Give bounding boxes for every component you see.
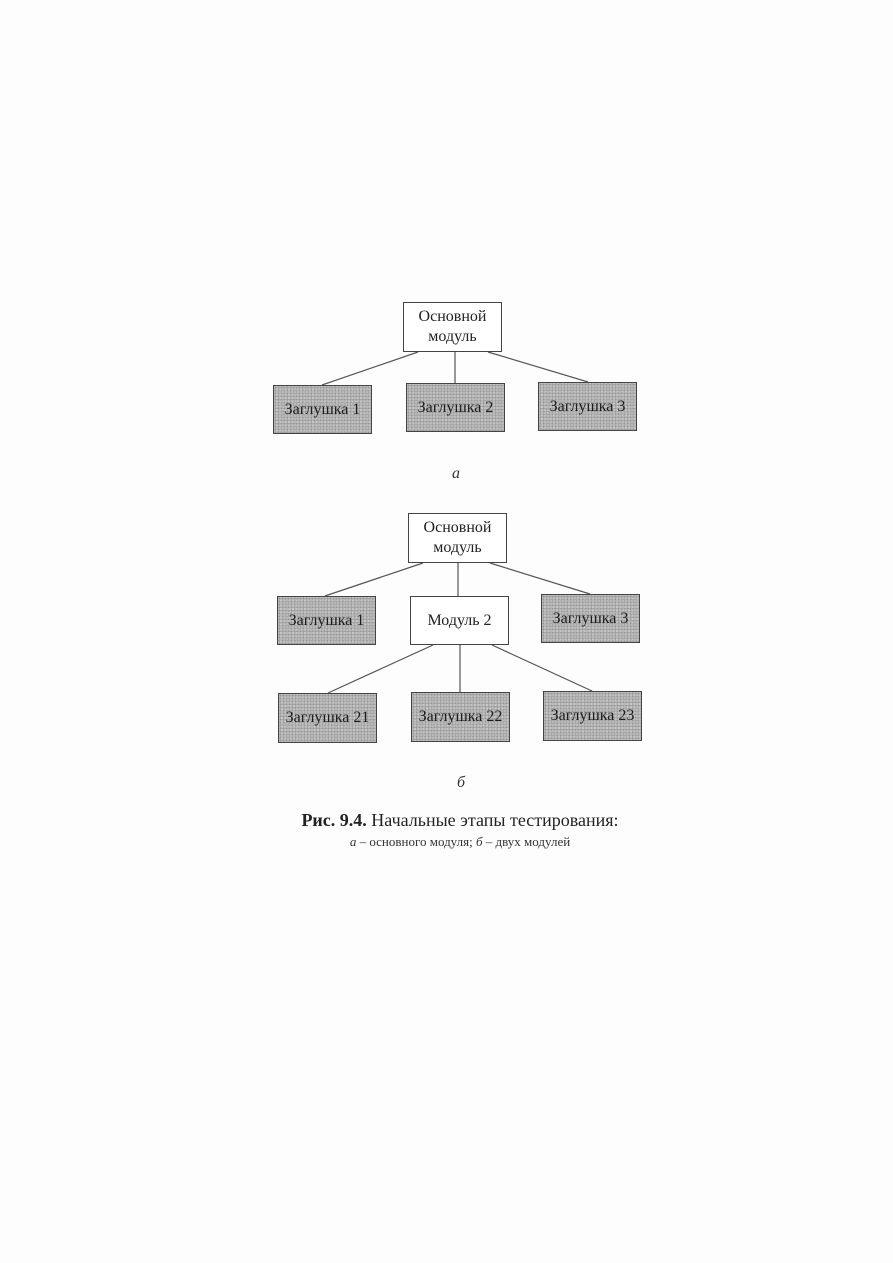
diagram-a-stub-3: Заглушка 3	[538, 382, 637, 431]
diagram-a-root-label: Основной модуль	[418, 308, 487, 345]
diagram-a-stub-3-label: Заглушка 3	[549, 397, 626, 415]
diagram-b-stub-22: Заглушка 22	[411, 692, 510, 742]
diagram-a-stub-1-label: Заглушка 1	[284, 400, 361, 418]
diagram-b-module-2: Модуль 2	[410, 596, 509, 645]
diagram-b-stub-1: Заглушка 1	[277, 596, 376, 645]
diagram-a-stub-2-label: Заглушка 2	[417, 398, 494, 416]
edge-b-root-stub3	[489, 562, 591, 595]
figure-caption-title: Рис. 9.4. Начальные этапы тестирования:	[200, 810, 720, 831]
diagram-a-root-module: Основной модуль	[403, 302, 502, 352]
caption-sub-a-letter: а	[349, 834, 357, 849]
figure-caption-subtitle: а – основного модуля; б – двух модулей	[200, 834, 720, 850]
diagram-a-stub-2: Заглушка 2	[406, 383, 505, 432]
diagram-b-root-module: Основной модуль	[408, 513, 507, 563]
diagram-b-stub-23-label: Заглушка 23	[550, 707, 635, 724]
edge-b-module2-stub23	[491, 644, 593, 692]
diagram-b-root-label: Основной модуль	[423, 519, 492, 556]
diagram-b-label: б	[456, 774, 466, 791]
diagram-b-stub-1-label: Заглушка 1	[288, 611, 365, 629]
caption-sub-a-text: – основного модуля;	[356, 834, 476, 849]
figure-caption-text: Начальные этапы тестирования:	[366, 810, 619, 830]
caption-sub-b-text: – двух модулей	[482, 834, 571, 849]
edge-a-root-stub1	[321, 351, 419, 386]
diagram-a-stub-1: Заглушка 1	[273, 385, 372, 434]
diagram-a-label: а	[452, 465, 460, 482]
edge-a-root-stub3	[487, 351, 589, 383]
edge-b-root-stub1	[324, 562, 424, 597]
figure-caption-prefix: Рис. 9.4.	[301, 810, 367, 830]
diagram-b-module-2-label: Модуль 2	[427, 611, 492, 629]
diagram-b-stub-23: Заглушка 23	[543, 691, 642, 741]
diagram-b-stub-21-label: Заглушка 21	[285, 709, 370, 726]
caption-sub-b-letter: б	[475, 834, 483, 849]
diagram-b-stub-21: Заглушка 21	[278, 693, 377, 743]
diagram-b-stub-22-label: Заглушка 22	[418, 708, 503, 725]
edge-b-module2-stub21	[327, 644, 434, 694]
diagram-b-stub-3-label: Заглушка 3	[552, 609, 629, 627]
diagram-b-stub-3: Заглушка 3	[541, 594, 640, 643]
